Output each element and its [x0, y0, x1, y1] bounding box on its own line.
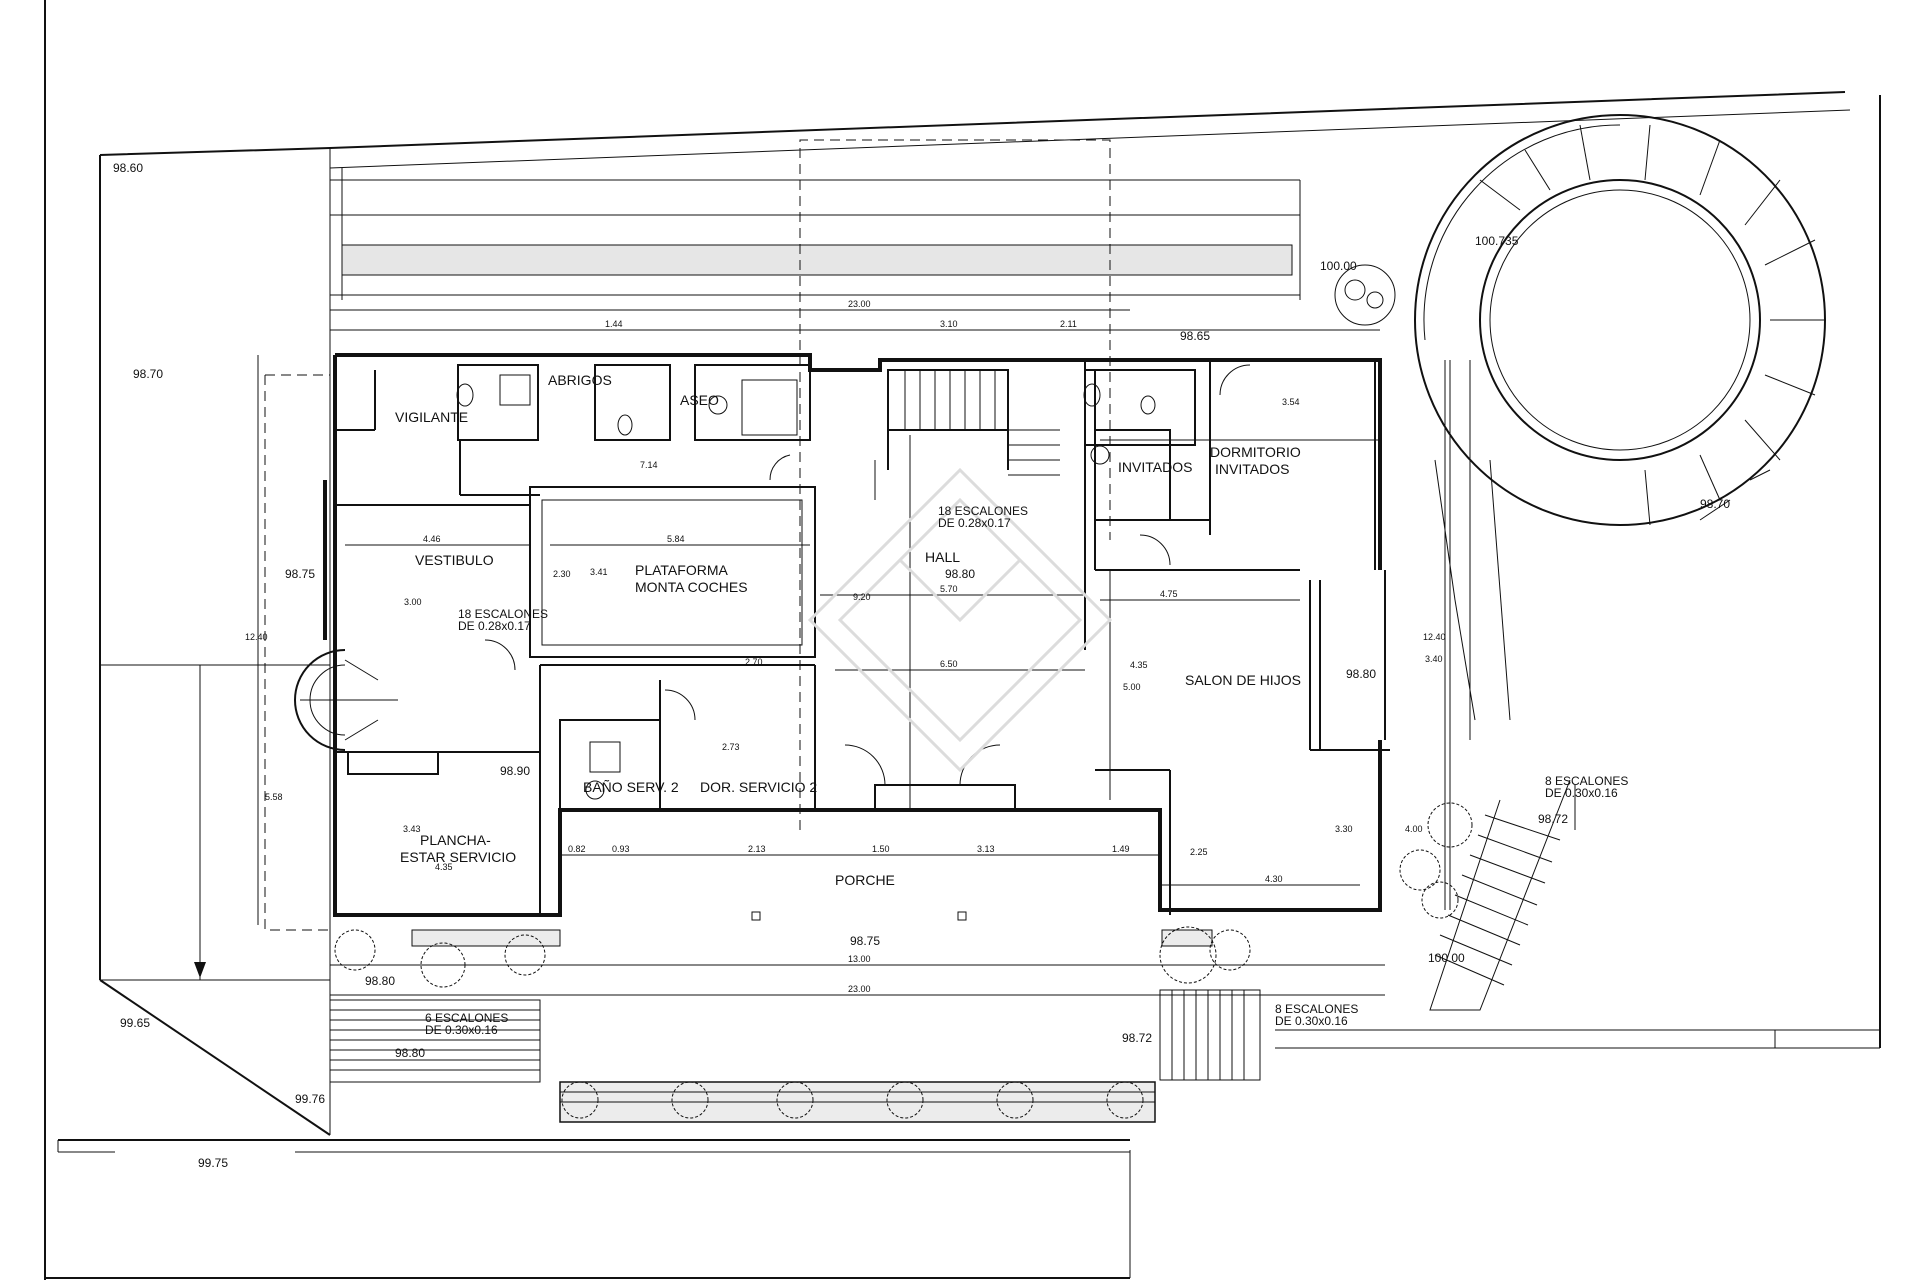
room-aseo: ASEO — [680, 392, 719, 408]
room-bano-serv: BAÑO SERV. 2 — [583, 779, 679, 795]
elevation-label: 100.00 — [1428, 951, 1465, 965]
dimension-label: 4.35 — [435, 862, 453, 872]
interior-walls — [294, 360, 1390, 915]
dimension-label: 3.30 — [1335, 824, 1353, 834]
elevation-labels: 98.60 98.70 98.75 98.90 98.80 98.75 99.6… — [113, 161, 1730, 1170]
stair-note: 8 ESCALONES — [1275, 1002, 1358, 1016]
dimension-label: 2.73 — [722, 742, 740, 752]
stair-note: 6 ESCALONES — [425, 1011, 508, 1025]
elevation-label: 98.80 — [395, 1046, 425, 1060]
dimension-label: 23.00 — [848, 984, 871, 994]
dimension-label: 4.30 — [1265, 874, 1283, 884]
dimension-label: 5.58 — [265, 792, 283, 802]
stair-note: DE 0.28x0.17 — [938, 516, 1011, 530]
dimension-label: 12.40 — [245, 632, 268, 642]
dimension-label: 3.10 — [940, 319, 958, 329]
room-abrigos: ABRIGOS — [548, 372, 612, 388]
elevation-label: 98.60 — [113, 161, 143, 175]
dimension-label: 3.41 — [590, 567, 608, 577]
room-salon-hijos: SALON DE HIJOS — [1185, 672, 1301, 688]
elevation-label: 98.72 — [1122, 1031, 1152, 1045]
sheet-border — [44, 0, 1131, 1280]
room-plancha-1: PLANCHA- — [420, 832, 491, 848]
dimension-label: 23.00 — [848, 299, 871, 309]
stair-note: DE 0.30x0.16 — [1545, 786, 1618, 800]
sanitary-fixtures — [456, 374, 1156, 800]
elevation-label: 98.90 — [500, 764, 530, 778]
stair-note: DE 0.30x0.16 — [425, 1023, 498, 1037]
dimension-label: 13.00 — [848, 954, 871, 964]
dimension-label: 5.84 — [667, 534, 685, 544]
diamond-logo — [807, 467, 1113, 773]
elevation-label: 98.75 — [850, 934, 880, 948]
dimension-label: 1.44 — [605, 319, 623, 329]
dimension-label: 3.43 — [403, 824, 421, 834]
dimension-label: 5.00 — [1123, 682, 1141, 692]
room-labels: VIGILANTE ABRIGOS ASEO VESTIBULO PLATAFO… — [395, 372, 1301, 888]
dimension-label: 0.82 — [568, 844, 586, 854]
elevation-label: 98.80 — [945, 567, 975, 581]
dimension-label: 1.49 — [1112, 844, 1130, 854]
upper-floor-outline — [264, 139, 1111, 931]
dimension-label: 9.20 — [853, 592, 871, 602]
dimension-label: 2.25 — [1190, 847, 1208, 857]
room-dormitorio-2: INVITADOS — [1215, 461, 1289, 477]
elevation-label: 99.76 — [295, 1092, 325, 1106]
dimension-label: 3.40 — [1425, 654, 1443, 664]
room-porche: PORCHE — [835, 872, 895, 888]
dimension-label: 1.50 — [872, 844, 890, 854]
dimension-label: 5.70 — [940, 584, 958, 594]
room-vestibulo: VESTIBULO — [415, 552, 494, 568]
elevation-label: 100.00 — [1320, 259, 1357, 273]
elevation-label: 98.70 — [1700, 497, 1730, 511]
circular-terrace — [1334, 114, 1826, 721]
dimension-label: 6.50 — [940, 659, 958, 669]
site-boundary — [57, 91, 1881, 1153]
stair-note: DE 0.30x0.16 — [1275, 1014, 1348, 1028]
room-vigilante: VIGILANTE — [395, 409, 468, 425]
room-dormitorio-1: DORMITORIO — [1210, 444, 1301, 460]
stair-notes: 18 ESCALONES DE 0.28x0.17 18 ESCALONES D… — [425, 504, 1628, 1037]
dimension-label: 4.75 — [1160, 589, 1178, 599]
exterior-walls — [323, 353, 1386, 917]
dimension-label: 3.54 — [1282, 397, 1300, 407]
dimension-label: 2.30 — [553, 569, 571, 579]
dimension-labels: 23.00 23.00 13.00 12.40 12.40 5.84 5.70 … — [245, 299, 1446, 994]
porch-steps — [329, 779, 1576, 1083]
dimension-label: 3.00 — [404, 597, 422, 607]
elevation-label: 98.70 — [133, 367, 163, 381]
stair-note: 18 ESCALONES — [938, 504, 1028, 518]
dimension-label: 12.40 — [1423, 632, 1446, 642]
dimension-lines — [194, 309, 1471, 996]
elevation-label: 99.65 — [120, 1016, 150, 1030]
stair-note: 8 ESCALONES — [1545, 774, 1628, 788]
elevation-label: 98.72 — [1538, 812, 1568, 826]
dimension-label: 2.11 — [1060, 319, 1077, 329]
dimension-label: 0.93 — [612, 844, 630, 854]
elevation-label: 99.75 — [198, 1156, 228, 1170]
dimension-label: 4.35 — [1130, 660, 1148, 670]
room-dor-servicio: DOR. SERVICIO 2 — [700, 779, 817, 795]
stair-note: DE 0.28x0.17 — [458, 619, 531, 633]
elevation-label: 100.735 — [1475, 234, 1519, 248]
stair-note: 18 ESCALONES — [458, 607, 548, 621]
dimension-label: 7.14 — [640, 460, 658, 470]
dimension-label: 4.46 — [423, 534, 441, 544]
porch — [411, 854, 1213, 1123]
room-invitados: INVITADOS — [1118, 459, 1192, 475]
room-plataforma-2: MONTA COCHES — [635, 579, 748, 595]
elevation-label: 98.75 — [285, 567, 315, 581]
dimension-label: 2.70 — [745, 657, 763, 667]
elevation-label: 98.80 — [1346, 667, 1376, 681]
room-hall: HALL — [925, 549, 960, 565]
room-plancha-2: ESTAR SERVICIO — [400, 849, 516, 865]
dimension-label: 2.13 — [748, 844, 766, 854]
elevation-label: 98.80 — [365, 974, 395, 988]
dimension-label: 4.00 — [1405, 824, 1423, 834]
room-plataforma-1: PLATAFORMA — [635, 562, 728, 578]
dimension-label: 3.13 — [977, 844, 995, 854]
elevation-label: 98.65 — [1180, 329, 1210, 343]
